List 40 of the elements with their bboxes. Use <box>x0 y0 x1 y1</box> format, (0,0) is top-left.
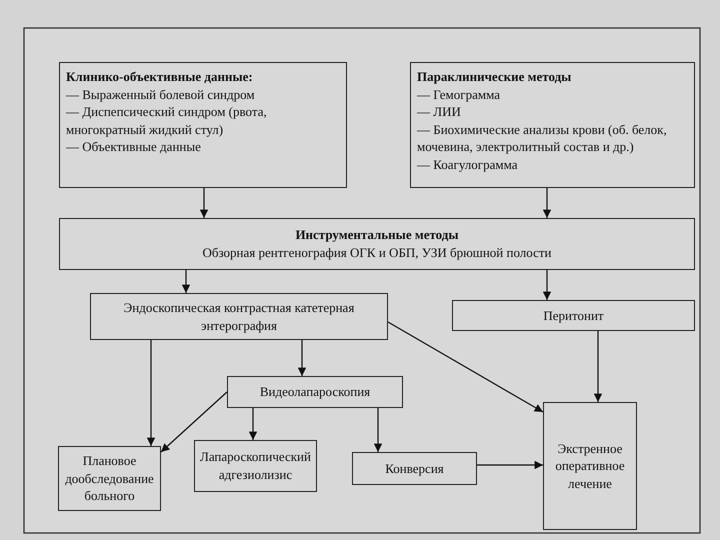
process-box <box>452 300 695 331</box>
list-item: — Диспепсический синдром (рвота, многократный жидкий стул) <box>66 103 268 138</box>
process-box <box>90 293 388 340</box>
process-box <box>227 376 403 408</box>
arrow <box>542 270 552 300</box>
list-item: — Биохимические анализы крови (об. белок, мочевина, электролитный состав и др.) <box>417 120 668 156</box>
arrow <box>594 331 602 402</box>
process-box <box>59 62 347 188</box>
box-label: Плановое дообследование больного <box>64 452 155 505</box>
process-box <box>58 446 161 511</box>
arrow <box>248 408 258 440</box>
process-box <box>543 402 637 530</box>
box-heading: Параклинические методы <box>417 68 572 86</box>
arrow <box>146 340 156 446</box>
box-label: Видеолапароскопия <box>260 383 370 401</box>
process-box <box>410 62 695 188</box>
box-heading: Инструментальные методы <box>295 226 459 244</box>
process-box <box>59 218 695 270</box>
box-label: Лапароскопический адгезиолизис <box>199 448 312 484</box>
arrow <box>298 340 306 376</box>
list-item: — Гемограмма <box>417 86 500 104</box>
arrow <box>200 188 208 218</box>
box-label: Перитонит <box>543 306 604 324</box>
list-item: — ЛИИ <box>417 103 461 121</box>
box-label: Экстренное оперативное лечение <box>554 440 626 492</box>
list-item: — Выраженный болевой синдром <box>66 86 255 104</box>
list-item: — Объективные данные <box>66 138 201 156</box>
list-item: — Коагулограмма <box>417 156 518 174</box>
box-label: Конверсия <box>385 460 444 478</box>
process-box <box>352 452 477 485</box>
arrow <box>477 460 543 470</box>
box-label: Эндоскопическая контрастная катетерная энтерография <box>122 298 356 334</box>
arrow <box>160 392 228 452</box>
arrow <box>388 321 544 413</box>
arrow <box>182 270 190 293</box>
process-box <box>194 440 317 492</box>
arrow <box>374 408 382 452</box>
box-heading: Клинико-объективные данные: <box>66 68 253 86</box>
list-item: Обзорная рентгенография ОГК и ОБП, УЗИ брюшной полости <box>202 244 552 262</box>
arrow <box>542 188 552 218</box>
